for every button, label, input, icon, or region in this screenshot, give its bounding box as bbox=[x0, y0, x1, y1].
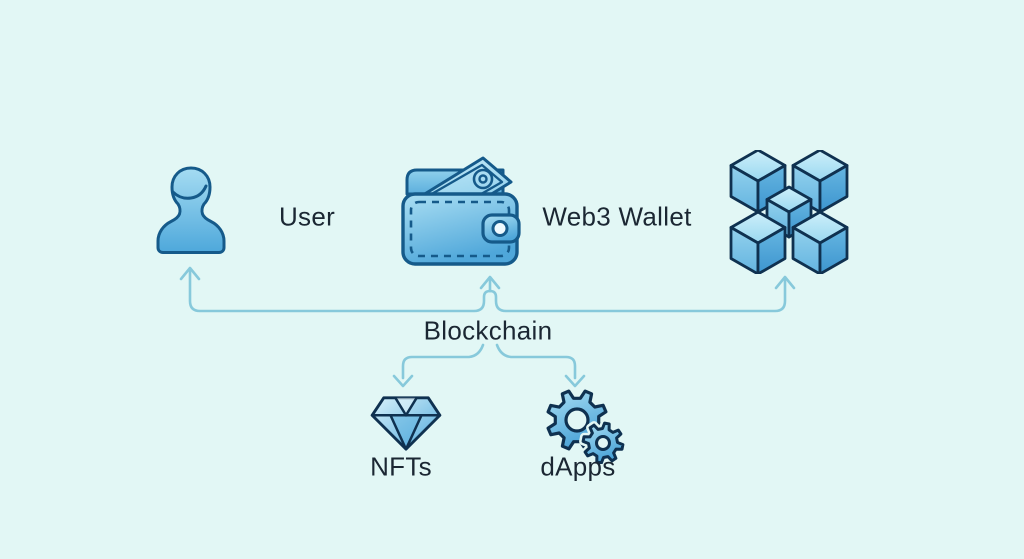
arrow-line-right bbox=[488, 277, 787, 313]
blockchain-cubes-icon bbox=[729, 150, 849, 274]
wallet-clasp bbox=[481, 213, 521, 244]
gears-dapps-icon bbox=[546, 389, 627, 464]
arrowhead-to-nfts bbox=[392, 374, 414, 388]
wallet-icon bbox=[401, 156, 521, 266]
diamond-nft-icon bbox=[370, 396, 442, 451]
branch-to-nfts bbox=[401, 343, 485, 380]
user-icon bbox=[156, 166, 226, 254]
branch-to-dapps bbox=[495, 343, 577, 380]
arrow-line-left bbox=[188, 268, 492, 313]
nfts-label: NFTs bbox=[370, 451, 432, 482]
arrowhead-to-dapps bbox=[564, 374, 586, 388]
blockchain-label: Blockchain bbox=[423, 315, 553, 346]
arrowhead-to-user bbox=[179, 266, 201, 281]
arrowhead-to-wallet bbox=[479, 275, 501, 290]
wallet-label: Web3 Wallet bbox=[542, 201, 692, 232]
user-label: User bbox=[278, 201, 336, 232]
dapps-label: dApps bbox=[540, 451, 616, 482]
arrowhead-to-cubes bbox=[774, 275, 796, 290]
